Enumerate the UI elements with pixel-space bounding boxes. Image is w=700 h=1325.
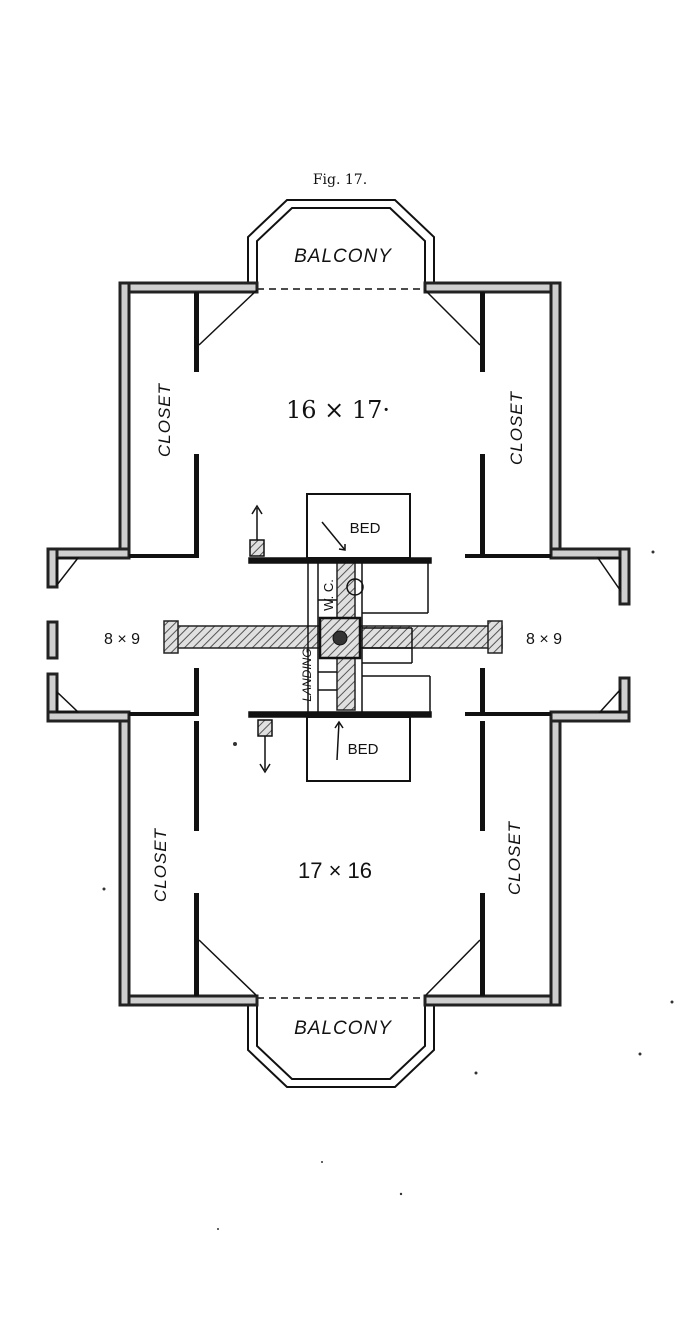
register-icon [249,504,265,557]
register-icon [257,719,273,774]
closet-bottom-right-label: CLOSET [505,820,524,895]
outer-walls [46,281,631,1007]
closet-top-left-label: CLOSET [155,382,174,457]
balcony-bottom-outline [247,1000,435,1088]
wc-label: W. C. [321,579,336,611]
landing-label: LANDING [300,648,314,701]
central-corridor [163,559,503,711]
bed-bottom-outline [306,716,411,782]
figure-caption: Fig. 17. [313,172,367,188]
paper-specks [102,550,674,1230]
room-bottom-dimensions: 17 × 16 [298,858,372,883]
balcony-top-label: BALCONY [294,246,392,267]
room-top-dimensions: 16 × 17· [286,396,390,424]
diagonal-braces [198,289,481,997]
closet-bottom-left-label: CLOSET [151,827,170,902]
room-left-dimensions: 8 × 9 [104,631,140,648]
room-right-dimensions: 8 × 9 [526,631,562,648]
closet-top-right-label: CLOSET [507,390,526,465]
bed-bottom-label: BED [348,741,379,758]
balcony-top-outline [247,199,435,287]
bed-top-outline [306,493,411,559]
bed-top-label: BED [350,520,381,537]
arrow-icon [321,521,346,551]
corner-pieces [56,557,621,713]
balcony-bottom-label: BALCONY [294,1018,392,1039]
closet-partitions [129,292,551,996]
arrow-icon [334,720,344,761]
